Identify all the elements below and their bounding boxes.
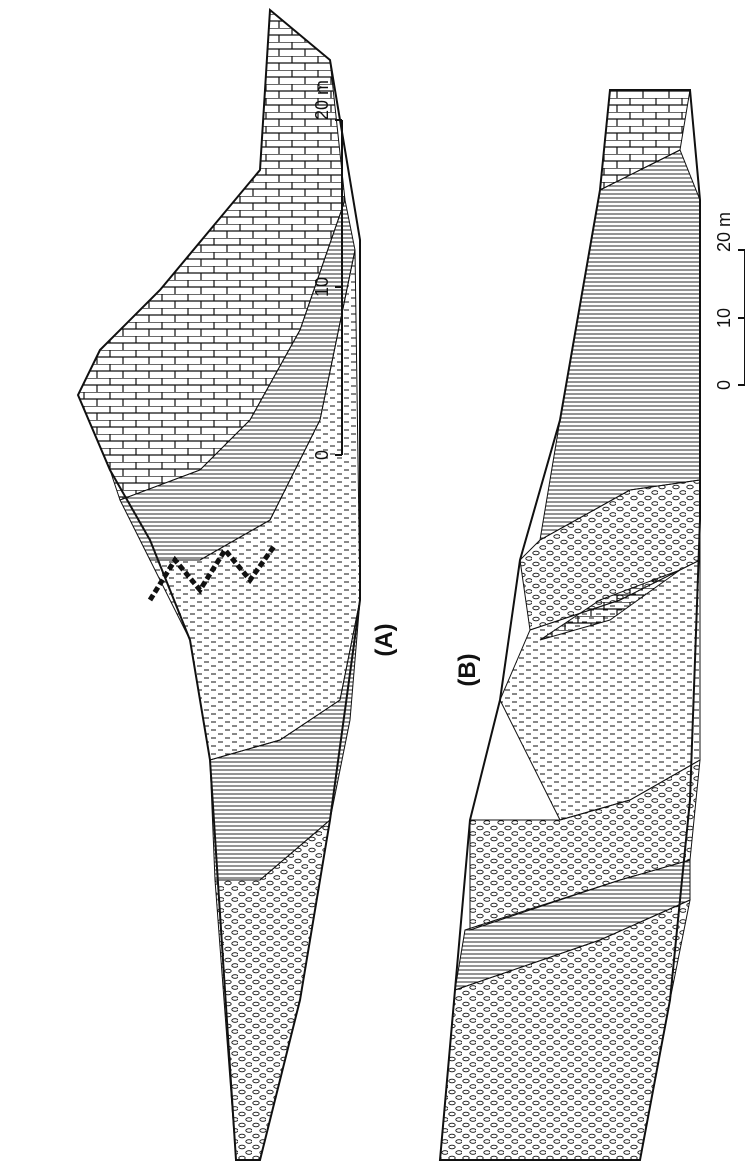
scale-b-tick-10: 10 [714, 308, 734, 328]
scale-a-tick-0: 0 [312, 450, 332, 460]
scale-bar-b: 20 m 10 0 [714, 212, 745, 390]
scale-a-tick-20: 20 m [312, 80, 332, 120]
section-b [440, 90, 700, 1160]
panel-b-label: (B) [454, 653, 481, 686]
scale-a-tick-10: 10 [312, 277, 332, 297]
section-a [78, 10, 360, 1160]
panel-a-label: (A) [371, 623, 398, 656]
scale-b-tick-20: 20 m [714, 212, 734, 252]
scale-b-tick-0: 0 [714, 380, 734, 390]
shale-unit-b-upper [540, 150, 700, 540]
